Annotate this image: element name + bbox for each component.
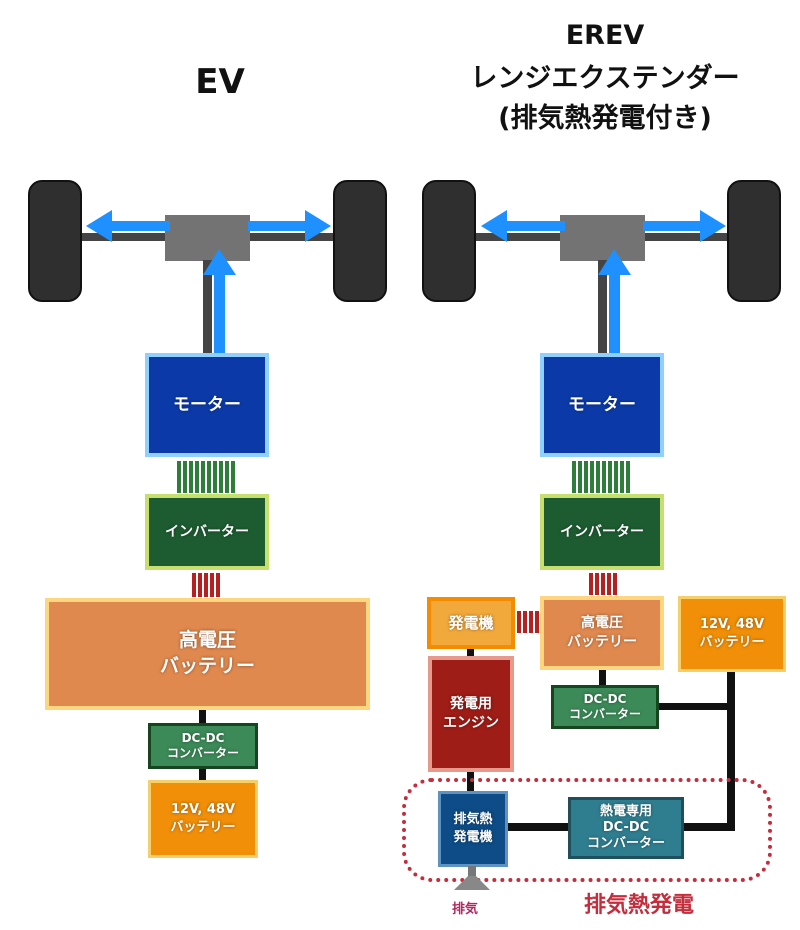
erev-flow-left-arrowhead bbox=[481, 210, 507, 242]
ev-right-wheel bbox=[333, 180, 387, 302]
erev-power-flow-arrows bbox=[481, 210, 726, 354]
ev-flow-up-arrowhead bbox=[203, 249, 236, 275]
erev-thermal-generation-label: 排気熱発電 bbox=[584, 893, 695, 918]
erev-flow-right bbox=[643, 221, 703, 231]
erev-differential bbox=[560, 215, 645, 261]
erev-hv-battery-box: 高電圧 バッテリー bbox=[540, 596, 664, 670]
erev-generator-battery-link bbox=[517, 611, 539, 633]
erev-motor-inverter-link bbox=[572, 461, 632, 493]
ev-inverter-box: インバーター bbox=[145, 494, 269, 570]
erev-line-thermal-dcdc-to-bus bbox=[683, 823, 735, 831]
erev-thermal-dcdc-box: 熱電専用 DC-DC コンバーター bbox=[568, 797, 684, 859]
ev-title: EV bbox=[195, 62, 245, 102]
ev-flow-right-arrowhead bbox=[305, 210, 331, 242]
erev-line-dcdc-to-lvbus bbox=[659, 703, 731, 710]
ev-differential bbox=[165, 215, 250, 261]
erev-exhaust-outlet bbox=[454, 866, 490, 890]
ev-power-flow-arrows bbox=[86, 210, 331, 354]
erev-flow-shaft bbox=[609, 270, 620, 354]
erev-exhaust-label: 排気 bbox=[452, 902, 479, 917]
erev-line-thermal-gen-to-dcdc bbox=[508, 823, 570, 831]
ev-motor-box: モーター bbox=[145, 353, 269, 457]
ev-motor-inverter-link bbox=[177, 461, 237, 493]
erev-flow-left bbox=[505, 221, 565, 231]
ev-dcdc-box: DC-DC コンバーター bbox=[148, 723, 258, 769]
erev-dcdc-box: DC-DC コンバーター bbox=[551, 685, 659, 729]
erev-line-engine-thermal-gen bbox=[467, 772, 474, 792]
erev-title-line2: レンジエクステンダー bbox=[470, 63, 740, 94]
erev-generator-box: 発電機 bbox=[427, 597, 515, 649]
erev-left-wheel bbox=[422, 180, 476, 302]
erev-thermal-generator-box: 排気熱 発電機 bbox=[438, 791, 508, 867]
erev-motor-box: モーター bbox=[540, 353, 664, 457]
ev-flow-left-arrowhead bbox=[86, 210, 112, 242]
erev-right-wheel bbox=[727, 180, 781, 302]
ev-flow-right bbox=[248, 221, 308, 231]
ev-line-battery-dcdc bbox=[199, 710, 206, 724]
erev-title-line3: (排気熱発電付き) bbox=[498, 103, 712, 134]
erev-thermal-generation-frame bbox=[402, 778, 772, 882]
erev-inverter-battery-link bbox=[589, 573, 619, 595]
ev-lv-battery-box: 12V, 48V バッテリー bbox=[148, 780, 258, 858]
erev-title-line1: EREV bbox=[565, 20, 645, 51]
ev-drive-shaft bbox=[203, 260, 212, 356]
ev-left-wheel bbox=[28, 180, 82, 302]
ev-hv-battery-box: 高電圧 バッテリー bbox=[45, 598, 370, 710]
erev-lv-bus-vertical bbox=[727, 672, 735, 831]
erev-flow-up-arrowhead bbox=[598, 249, 631, 275]
ev-line-dcdc-lvbattery bbox=[199, 769, 206, 781]
erev-flow-right-arrowhead bbox=[700, 210, 726, 242]
erev-engine-box: 発電用 エンジン bbox=[428, 656, 514, 772]
ev-flow-left bbox=[110, 221, 170, 231]
erev-inverter-box: インバーター bbox=[540, 494, 664, 570]
erev-drive-shaft bbox=[598, 260, 607, 356]
ev-flow-shaft bbox=[214, 270, 225, 354]
ev-inverter-battery-link bbox=[192, 573, 222, 597]
erev-line-battery-dcdc bbox=[599, 670, 606, 686]
erev-line-generator-engine bbox=[467, 649, 474, 661]
erev-lv-battery-box: 12V, 48V バッテリー bbox=[678, 596, 786, 672]
